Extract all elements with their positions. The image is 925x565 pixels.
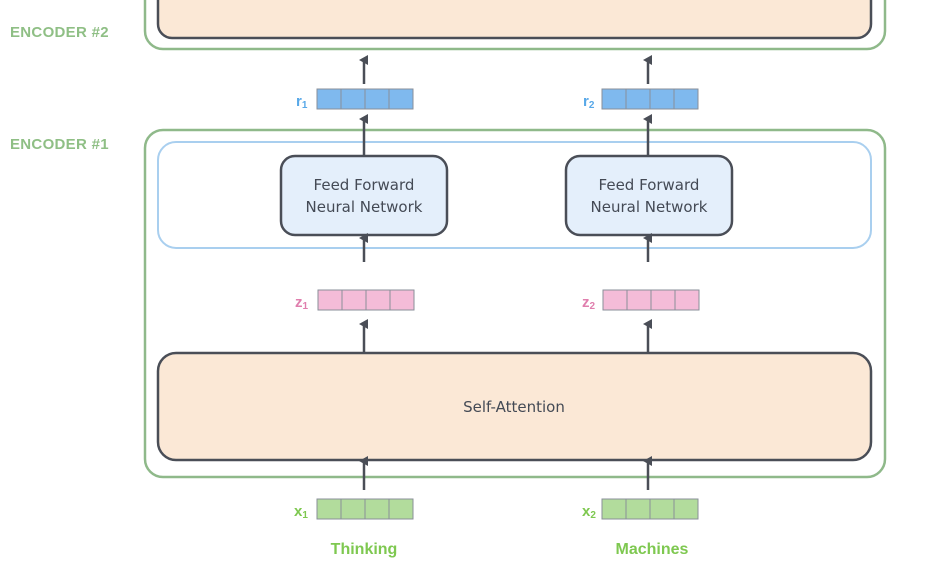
self-attention-label: Self-Attention: [463, 398, 565, 416]
ffn-box-1-line1: Feed Forward: [314, 176, 415, 194]
vector-cell: [340, 88, 366, 110]
encoder2-label: ENCODER #2: [10, 24, 109, 41]
vector-x1-label: x1: [294, 503, 308, 521]
ffn-box-1-line2: Neural Network: [306, 198, 423, 216]
vector-cell: [388, 88, 414, 110]
input-word-1: Thinking: [331, 541, 398, 558]
vector-cell: [674, 289, 700, 311]
self-attention-box: [156, 351, 873, 462]
vector-cell: [316, 88, 342, 110]
vector-cell: [650, 289, 676, 311]
vector-cell: [364, 498, 390, 520]
vector-cell: [341, 289, 367, 311]
vector-r2: r2: [583, 88, 699, 111]
encoder2-frame: [143, 0, 887, 51]
vector-z1-label: z1: [295, 294, 309, 312]
vector-z2-label: z2: [582, 294, 596, 312]
vector-cell: [649, 88, 675, 110]
vector-x2: x2: [582, 498, 699, 521]
vector-cell: [316, 498, 342, 520]
vector-cell: [317, 289, 343, 311]
vector-cell: [673, 498, 699, 520]
feed-forward-layer: [157, 141, 872, 249]
vector-cell: [626, 289, 652, 311]
vector-x1: x1: [294, 498, 414, 521]
ffn-box-2-line1: Feed Forward: [599, 176, 700, 194]
vector-cell: [365, 289, 391, 311]
vector-cell: [649, 498, 675, 520]
ffn-box-1: [279, 154, 449, 237]
vector-cell: [389, 289, 415, 311]
vector-r1-label: r1: [296, 93, 308, 111]
vector-cell: [625, 88, 651, 110]
vector-x2-label: x2: [582, 503, 596, 521]
vector-r2-label: r2: [583, 93, 595, 111]
vector-z2: z2: [582, 289, 700, 312]
vector-cell: [602, 289, 628, 311]
vector-z1: z1: [295, 289, 415, 312]
vector-cell: [625, 498, 651, 520]
encoder2-self-attention-box: [156, 0, 873, 40]
vector-cell: [673, 88, 699, 110]
ffn-box-2-line2: Neural Network: [591, 198, 708, 216]
vector-cell: [388, 498, 414, 520]
vector-cell: [601, 498, 627, 520]
vector-cell: [340, 498, 366, 520]
input-word-2: Machines: [616, 541, 689, 558]
encoder1-frame: [143, 128, 887, 479]
vector-r1: r1: [296, 88, 414, 111]
vector-cell: [364, 88, 390, 110]
encoder1-label: ENCODER #1: [10, 136, 109, 153]
vector-cell: [601, 88, 627, 110]
ffn-box-2: [564, 154, 734, 237]
